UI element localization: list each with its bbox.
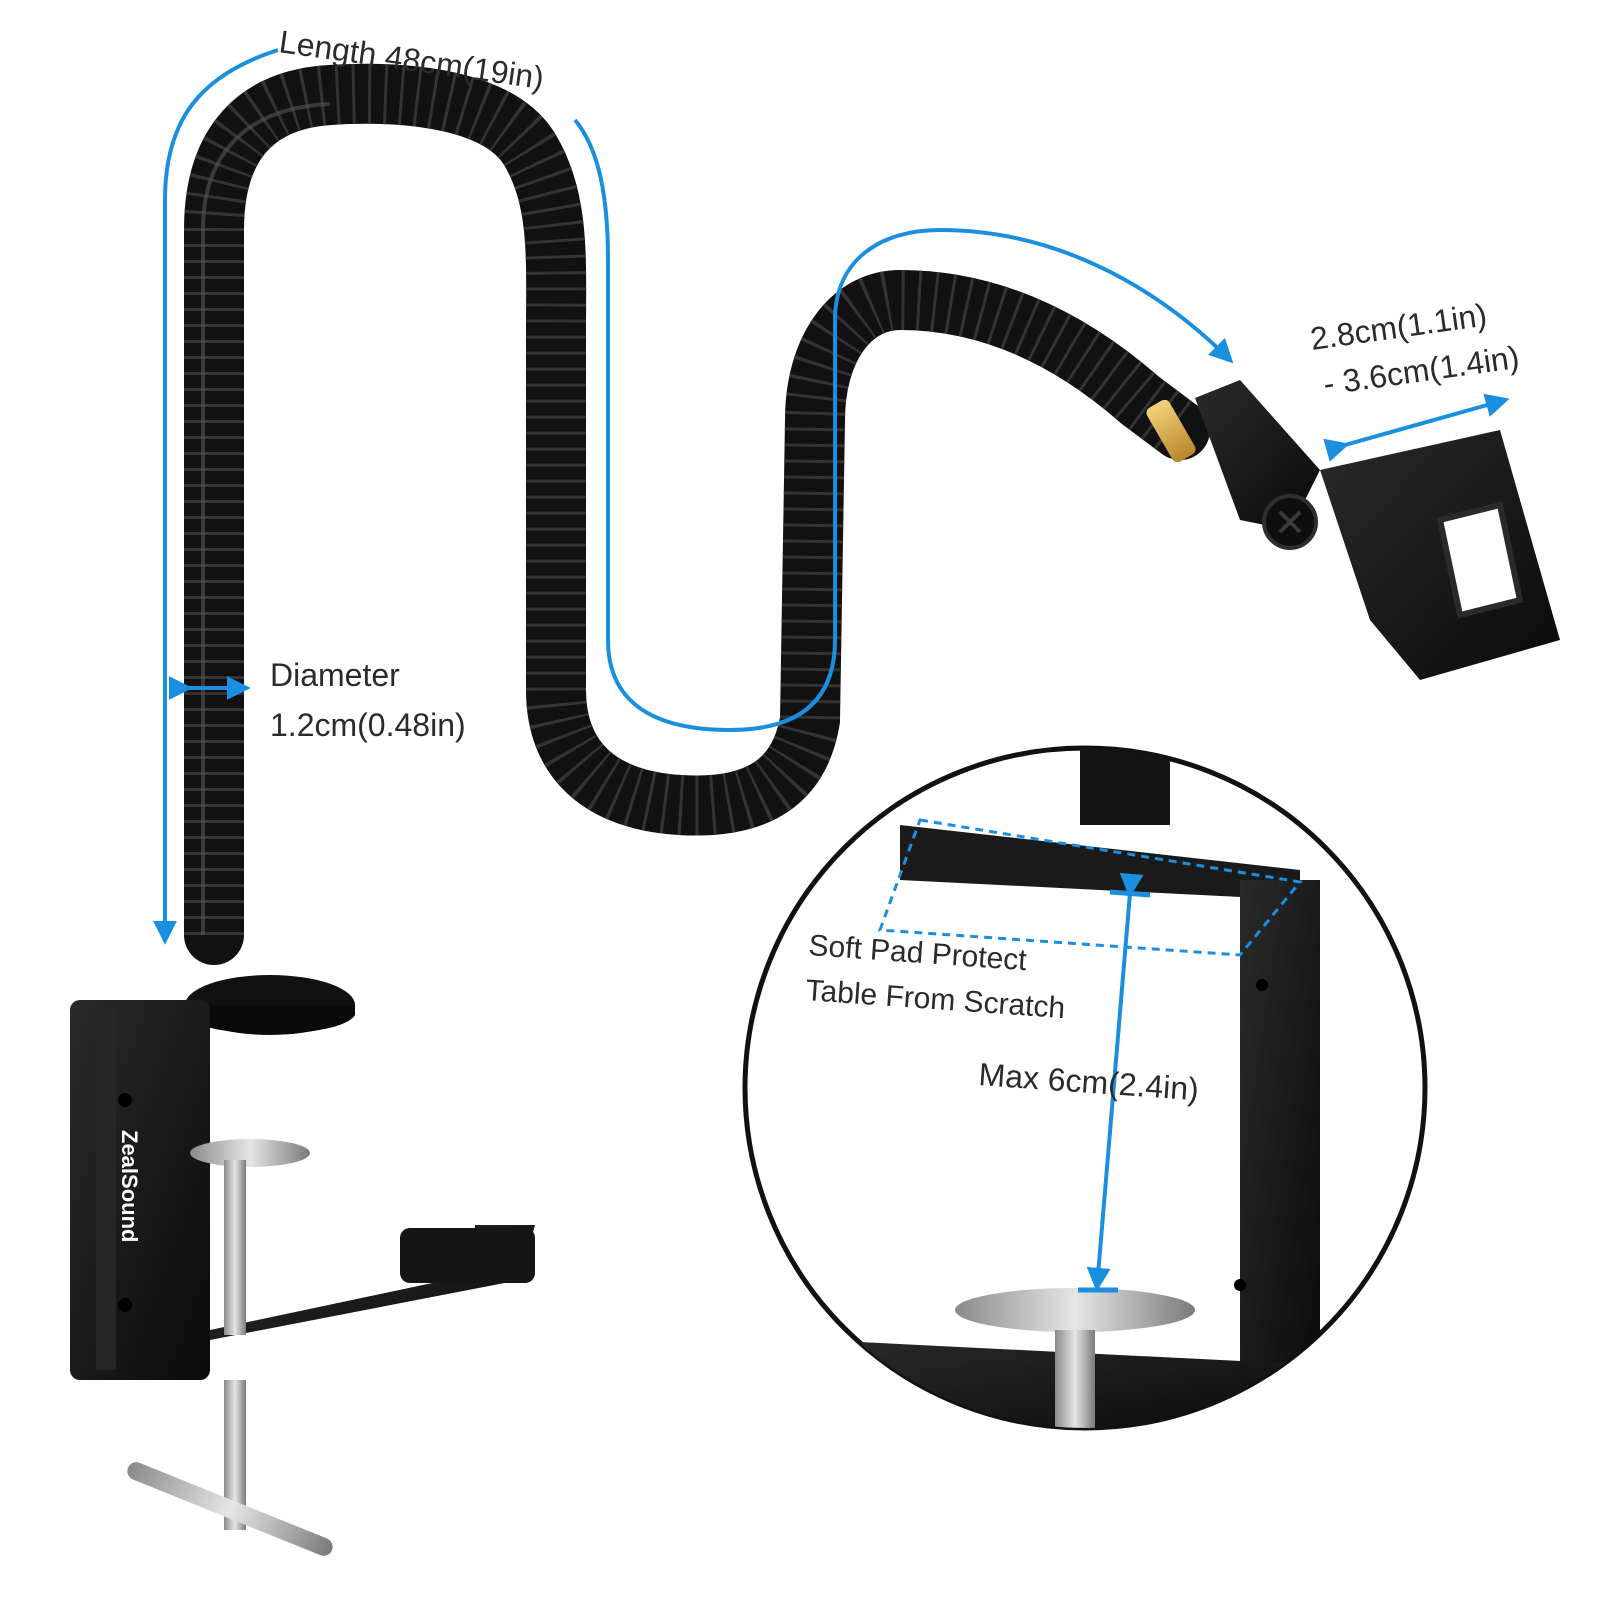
diameter-title: Diameter xyxy=(270,657,400,693)
desk-clamp: ZealSound xyxy=(70,975,535,1556)
microphone-clip xyxy=(1146,380,1560,680)
arrow-right-icon xyxy=(573,118,1234,733)
dimension-lines xyxy=(153,48,1510,945)
arrow-down-icon xyxy=(153,48,279,945)
gooseneck-tube xyxy=(184,63,1210,965)
diameter-value: 1.2cm(0.48in) xyxy=(270,707,466,743)
brand-logo: ZealSound xyxy=(117,1130,142,1242)
double-arrow-icon xyxy=(1323,393,1510,462)
